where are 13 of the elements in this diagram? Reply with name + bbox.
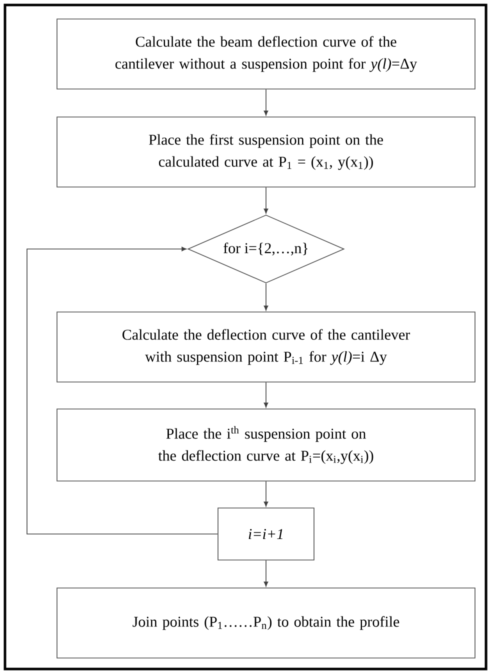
arrow	[264, 89, 268, 116]
process-box: Place the first suspension point on the calculated curve at P$_{1}$ = (x$_{1}$, y(x$_{1}$))	[56, 116, 476, 188]
process-box: Join points (P$_{1}$……P$_{n}$) to obtain the profile	[56, 588, 476, 658]
arrow	[264, 283, 268, 310]
process-box: Place the i$^{th}$ suspension point on the deflection curve at P$_{i}$=(x$_{i}$,y(x$_{i}$))	[56, 408, 476, 482]
arrow	[264, 382, 268, 408]
process-box: Calculate the deflection curve of the cantilever with suspension point P$_{i-1}$ for y(l)=i Δy	[56, 312, 476, 382]
arrow	[264, 187, 268, 214]
arrow	[264, 560, 268, 586]
arrow	[26, 246, 218, 534]
process-box: i=i+1	[218, 508, 314, 560]
process-box: Calculate the beam deflection curve of the cantilever without a suspension point for y(l)=Δy	[56, 18, 476, 90]
arrow	[264, 481, 268, 506]
